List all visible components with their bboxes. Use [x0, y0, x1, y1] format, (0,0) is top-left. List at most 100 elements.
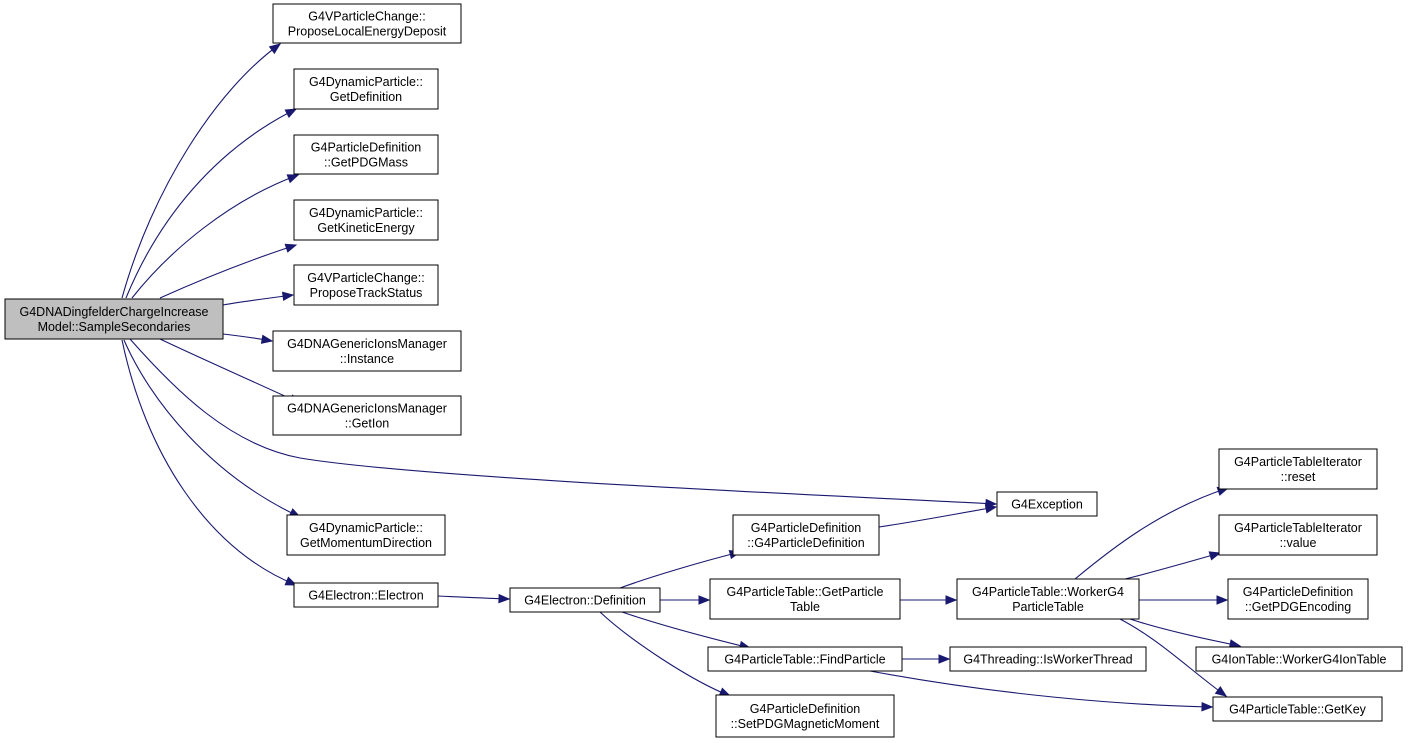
node-box — [293, 199, 439, 241]
node-box — [4, 298, 224, 340]
edge-root-to-dpKinE — [159, 243, 298, 299]
node-box — [1218, 448, 1378, 490]
node-box — [272, 3, 462, 44]
node-label: ParticleTable — [1012, 600, 1084, 614]
arrowhead — [281, 291, 295, 302]
node-label: G4ParticleDefinition — [751, 521, 862, 535]
edge-ptWorker-to-ionWorker — [1129, 618, 1242, 649]
node-label: ::G4ParticleDefinition — [747, 536, 864, 550]
node-box — [1195, 646, 1403, 672]
node-label: G4DynamicParticle:: — [309, 521, 423, 535]
arrowhead — [1216, 595, 1229, 605]
node-label: G4DNAGenericIonsManager — [287, 402, 447, 416]
arrowhead — [260, 334, 274, 344]
arrowhead — [1214, 685, 1228, 697]
node-label: ::Instance — [340, 352, 394, 366]
node-dpGetDef[interactable]: G4DynamicParticle::GetDefinition — [293, 68, 439, 110]
node-label: Table — [790, 600, 820, 614]
edge-line — [1124, 552, 1221, 580]
node-label: G4ParticleTable::GetParticle — [726, 585, 883, 599]
node-dpMomDir[interactable]: G4DynamicParticle::GetMomentumDirection — [286, 514, 446, 556]
edge-line — [878, 506, 997, 528]
edge-line — [437, 595, 510, 600]
node-box — [732, 514, 880, 556]
node-label: ::GetIon — [345, 417, 390, 431]
node-dnaInst[interactable]: G4DNAGenericIonsManager::Instance — [272, 330, 462, 372]
edge-line — [129, 338, 997, 505]
node-dnaGetIon[interactable]: G4DNAGenericIonsManager::GetIon — [272, 395, 462, 436]
node-box — [272, 395, 462, 436]
node-vpcTrack[interactable]: G4VParticleChange::ProposeTrackStatus — [293, 264, 439, 306]
node-label: G4ParticleDefinition — [311, 141, 422, 155]
node-exception[interactable]: G4Exception — [996, 491, 1098, 517]
node-root[interactable]: G4DNADingfelderChargeIncreaseModel::Samp… — [4, 298, 224, 340]
arrowhead — [284, 576, 298, 586]
node-pdEnc[interactable]: G4ParticleDefinition::GetPDGEncoding — [1227, 578, 1369, 620]
node-label: G4Exception — [1011, 498, 1083, 512]
node-pdCtor[interactable]: G4ParticleDefinition::G4ParticleDefiniti… — [732, 514, 880, 556]
edge-ptFind-to-ptGetKey — [869, 670, 1214, 712]
edge-line — [1129, 618, 1241, 647]
node-label: GetMomentumDirection — [300, 536, 432, 550]
node-label: G4DNADingfelderChargeIncrease — [20, 305, 209, 319]
node-elecElec[interactable]: G4Electron::Electron — [293, 582, 439, 608]
node-box — [1212, 696, 1383, 722]
edge-ptWorker-to-ptiReset — [1074, 486, 1230, 580]
arrowhead — [284, 108, 298, 119]
edge-line — [1074, 487, 1229, 580]
node-label: G4ParticleDefinition — [1243, 585, 1354, 599]
node-ionWorker[interactable]: G4IonTable::WorkerG4IonTable — [1195, 646, 1403, 672]
node-box — [709, 578, 901, 620]
node-ptGetKey[interactable]: G4ParticleTable::GetKey — [1212, 696, 1383, 722]
node-label: G4Electron::Definition — [524, 594, 646, 608]
node-label: G4Electron::Electron — [308, 589, 423, 603]
node-box — [509, 587, 661, 613]
node-box — [1218, 514, 1378, 556]
edge-ptGetPT-to-ptWorker — [899, 595, 958, 605]
node-label: ::GetPDGEncoding — [1245, 600, 1351, 614]
edge-line — [1119, 618, 1227, 697]
node-elecDef[interactable]: G4Electron::Definition — [509, 587, 661, 613]
node-box — [286, 514, 446, 556]
node-box — [272, 330, 462, 372]
edge-pdCtor-to-exception — [878, 504, 998, 528]
node-vpcLocal[interactable]: G4VParticleChange::ProposeLocalEnergyDep… — [272, 3, 462, 44]
node-label: ::GetPDGMass — [324, 156, 408, 170]
arrowhead — [268, 43, 282, 55]
arrowhead — [286, 174, 300, 184]
node-pdGetMass[interactable]: G4ParticleDefinition::GetPDGMass — [293, 134, 439, 175]
node-pdSetMag[interactable]: G4ParticleDefinition::SetPDGMagneticMome… — [715, 694, 895, 738]
node-label: G4DynamicParticle:: — [309, 206, 423, 220]
node-ptFind[interactable]: G4ParticleTable::FindParticle — [707, 646, 903, 672]
node-box — [293, 582, 439, 608]
node-label: ::reset — [1281, 470, 1316, 484]
node-box — [293, 134, 439, 175]
arrowhead — [945, 595, 958, 605]
edge-line — [121, 43, 281, 299]
edge-root-to-pdGetMass — [131, 174, 300, 299]
node-ptiValue[interactable]: G4ParticleTableIterator::value — [1218, 514, 1378, 556]
arrowhead — [984, 504, 998, 514]
edge-line — [621, 611, 751, 649]
edge-line — [619, 551, 741, 589]
node-label: G4VParticleChange:: — [308, 10, 425, 24]
edge-root-to-vpcTrack — [222, 291, 295, 306]
node-label: Model::SampleSecondaries — [38, 320, 191, 334]
edge-ptWorker-to-ptiValue — [1124, 551, 1222, 580]
edge-root-to-dnaInst — [222, 333, 274, 344]
node-dpKinE[interactable]: G4DynamicParticle::GetKineticEnergy — [293, 199, 439, 241]
node-label: G4ParticleTableIterator — [1234, 455, 1362, 469]
node-label: GetKineticEnergy — [317, 221, 415, 235]
node-label: GetDefinition — [330, 90, 402, 104]
node-thrWorker[interactable]: G4Threading::IsWorkerThread — [949, 646, 1147, 672]
edge-root-to-vpcLocal — [121, 43, 282, 299]
node-label: ProposeTrackStatus — [310, 286, 423, 300]
node-label: G4DynamicParticle:: — [309, 75, 423, 89]
edge-ptFind-to-thrWorker — [901, 654, 951, 664]
node-ptiReset[interactable]: G4ParticleTableIterator::reset — [1218, 448, 1378, 490]
node-box — [707, 646, 903, 672]
node-label: G4ParticleDefinition — [750, 702, 861, 716]
node-label: ::value — [1280, 536, 1317, 550]
